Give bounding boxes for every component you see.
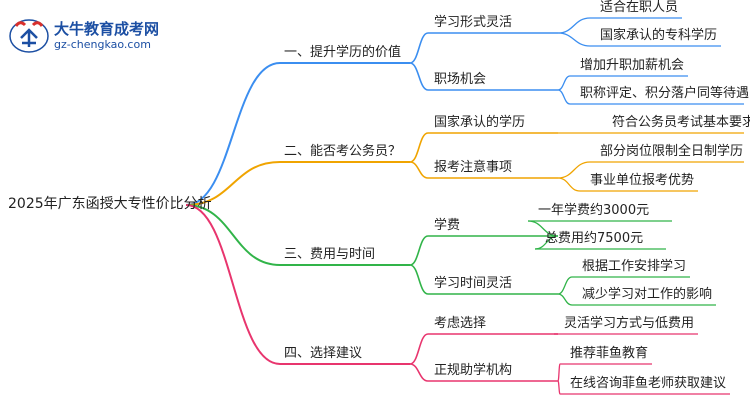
subtopic-connector — [409, 264, 429, 295]
subtopic: 学习时间灵活 — [434, 276, 513, 291]
branch-connector — [185, 204, 281, 266]
leaf-connector — [557, 161, 591, 179]
leaf-connector — [557, 75, 571, 91]
bull-logo-icon — [9, 19, 49, 53]
leaf-topic: 适合在职人员 — [600, 0, 679, 15]
subtopic: 国家承认的学历 — [434, 115, 526, 130]
leaf-topic: 部分岗位限制全日制学历 — [600, 144, 744, 159]
leaf-connector — [557, 177, 581, 192]
subtopic-connector — [409, 161, 429, 179]
leaf-topic: 职称评定、积分落户同等待遇 — [580, 86, 750, 101]
subtopic: 学费 — [434, 218, 461, 233]
leaf-topic: 符合公务员考试基本要求 — [612, 115, 750, 130]
leaf-connector — [557, 32, 591, 47]
subtopic: 报考注意事项 — [434, 160, 513, 175]
subtopic-connector — [409, 32, 429, 64]
subtopic: 正规助学机构 — [434, 363, 513, 378]
branch-topic: 四、选择建议 — [284, 346, 363, 361]
subtopic-connector — [409, 333, 429, 365]
brand-title: 大牛教育成考网 — [54, 20, 160, 38]
root-topic: 2025年广东函授大专性价比分析 — [8, 196, 212, 212]
brand-logo: 大牛教育成考网 gz-chengkao.com — [8, 14, 208, 56]
subtopic-connector — [409, 62, 429, 91]
subtopic-connector — [409, 235, 429, 266]
leaf-topic: 增加升职加薪机会 — [580, 58, 685, 73]
subtopic: 学习形式灵活 — [434, 15, 513, 30]
branch-topic: 三、费用与时间 — [284, 247, 376, 262]
leaf-connector — [557, 276, 573, 295]
leaf-topic: 事业单位报考优势 — [590, 173, 695, 188]
leaf-connector — [557, 363, 561, 382]
leaf-connector — [557, 89, 571, 105]
subtopic-connector — [409, 132, 429, 163]
brand-url: gz-chengkao.com — [54, 38, 151, 51]
branch-connector — [185, 161, 281, 206]
leaf-connector — [557, 380, 561, 395]
branch-connector — [185, 204, 281, 365]
leaf-connector — [557, 17, 591, 34]
leaf-topic: 减少学习对工作的影响 — [582, 287, 713, 302]
branch-topic: 二、能否考公务员？ — [284, 144, 402, 159]
branch-connector — [185, 62, 281, 206]
subtopic: 职场机会 — [434, 72, 487, 87]
branch-topic: 一、提升学历的价值 — [284, 45, 402, 60]
leaf-topic: 推荐菲鱼教育 — [570, 346, 649, 361]
leaf-topic: 在线咨询菲鱼老师获取建议 — [570, 376, 727, 391]
subtopic-connector — [409, 363, 429, 382]
leaf-topic: 国家承认的专科学历 — [600, 28, 718, 43]
subtopic: 考虑选择 — [434, 316, 487, 331]
leaf-topic: 灵活学习方式与低费用 — [564, 316, 695, 331]
leaf-topic: 总费用约7500元 — [545, 231, 644, 246]
leaf-topic: 一年学费约3000元 — [538, 203, 650, 218]
leaf-topic: 根据工作安排学习 — [582, 259, 687, 274]
leaf-connector — [557, 293, 573, 306]
